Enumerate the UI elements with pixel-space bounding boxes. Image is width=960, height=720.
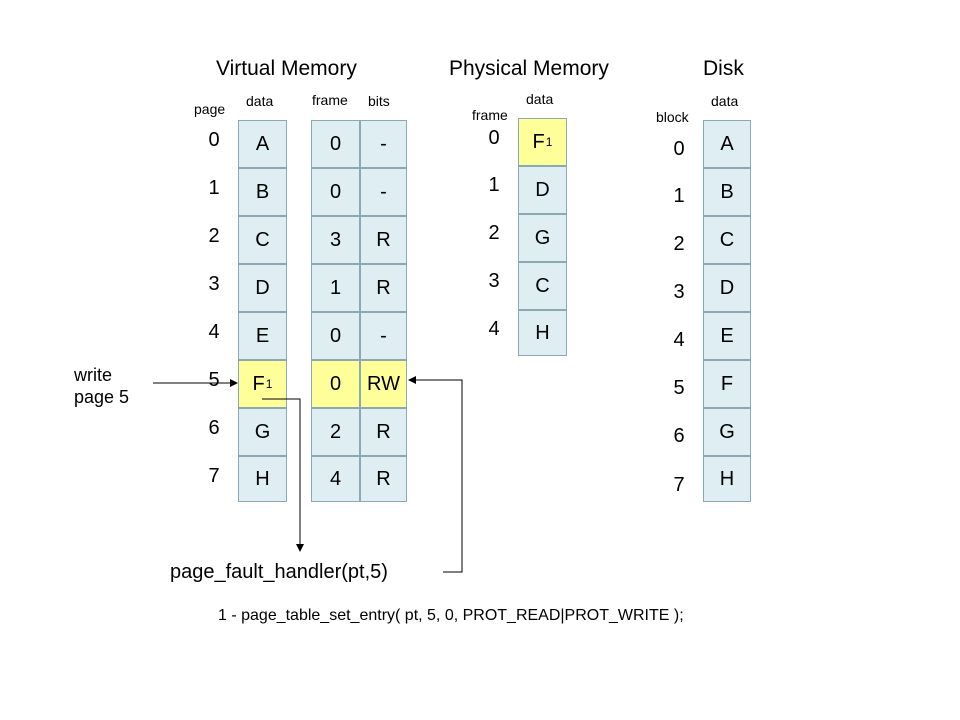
- disk-data-cell: H: [703, 456, 751, 502]
- vm-data-column-header: data: [246, 93, 274, 109]
- pt-frame-cell: 0: [311, 120, 360, 168]
- frame-index: 3: [488, 270, 500, 292]
- frame-index: 2: [488, 222, 500, 244]
- pt-frame-cell: 2: [311, 408, 360, 456]
- frame-column-header: frame: [312, 92, 348, 108]
- pt-bits-cell: R: [360, 408, 407, 456]
- page-index: 7: [208, 465, 220, 487]
- set-entry-arrow: [408, 376, 463, 573]
- frame-index: 1: [488, 174, 500, 196]
- pt-bits-cell: -: [360, 120, 407, 168]
- pt-frame-cell-highlighted: 0: [311, 360, 360, 408]
- block-index: 7: [673, 474, 685, 496]
- block-index: 5: [673, 377, 685, 399]
- pt-frame-cell: 0: [311, 168, 360, 216]
- page-index: 5: [208, 369, 220, 391]
- pm-data-cell: H: [518, 310, 567, 356]
- vm-data-cell: E: [238, 312, 287, 360]
- page-index: 6: [208, 417, 220, 439]
- disk-data-cell: A: [703, 120, 751, 168]
- pt-bits-cell: R: [360, 216, 407, 264]
- block-index: 2: [673, 233, 685, 255]
- disk-data-cell: B: [703, 168, 751, 216]
- pt-frame-cell: 0: [311, 312, 360, 360]
- frame-index: 4: [488, 318, 500, 340]
- physical-memory-title: Physical Memory: [449, 57, 609, 80]
- virtual-memory-title: Virtual Memory: [216, 57, 357, 80]
- pt-bits-cell: -: [360, 168, 407, 216]
- page-index: 1: [208, 177, 220, 199]
- page-index: 2: [208, 225, 220, 247]
- block-index: 4: [673, 329, 685, 351]
- frame-index: 0: [488, 127, 500, 149]
- pm-data-cell: D: [518, 166, 567, 214]
- pm-frame-column-header: frame: [472, 107, 508, 123]
- disk-data-cell: D: [703, 264, 751, 312]
- pt-frame-cell: 1: [311, 264, 360, 312]
- pm-data-cell: G: [518, 214, 567, 262]
- command-line: 1 - page_table_set_entry( pt, 5, 0, PROT…: [218, 607, 684, 624]
- block-index: 6: [673, 425, 685, 447]
- disk-title: Disk: [703, 57, 744, 80]
- pm-data-cell: C: [518, 262, 567, 310]
- pm-data-subscript: 1: [545, 135, 553, 149]
- block-index: 1: [673, 185, 685, 207]
- vm-data-cell: G: [238, 408, 287, 456]
- block-column-header: block: [656, 109, 689, 125]
- fault-arrow: [262, 398, 304, 552]
- bits-column-header: bits: [368, 93, 390, 109]
- disk-data-cell: F: [703, 360, 751, 408]
- vm-data-cell: B: [238, 168, 287, 216]
- pt-frame-cell: 4: [311, 456, 360, 502]
- pm-data-column-header: data: [526, 91, 554, 107]
- page-index: 3: [208, 273, 220, 295]
- page-index: 4: [208, 321, 220, 343]
- block-index: 3: [673, 281, 685, 303]
- disk-data-cell: G: [703, 408, 751, 456]
- vm-data-cell: D: [238, 264, 287, 312]
- disk-data-cell: E: [703, 312, 751, 360]
- pt-bits-cell: -: [360, 312, 407, 360]
- write-page-note: write page 5: [74, 365, 130, 407]
- pt-frame-cell: 3: [311, 216, 360, 264]
- disk-data-cell: C: [703, 216, 751, 264]
- pt-bits-cell: R: [360, 456, 407, 502]
- page-index: 0: [208, 129, 220, 151]
- block-index: 0: [673, 138, 685, 160]
- vm-data-cell: C: [238, 216, 287, 264]
- vm-data-cell: A: [238, 120, 287, 168]
- page-fault-handler-label: page_fault_handler(pt,5): [170, 561, 388, 583]
- pt-bits-cell-highlighted: RW: [360, 360, 407, 408]
- page-column-header: page: [194, 101, 226, 117]
- pt-bits-cell: R: [360, 264, 407, 312]
- disk-data-column-header: data: [711, 93, 739, 109]
- vm-data-subscript: 1: [265, 377, 273, 391]
- vm-data-cell: H: [238, 456, 287, 502]
